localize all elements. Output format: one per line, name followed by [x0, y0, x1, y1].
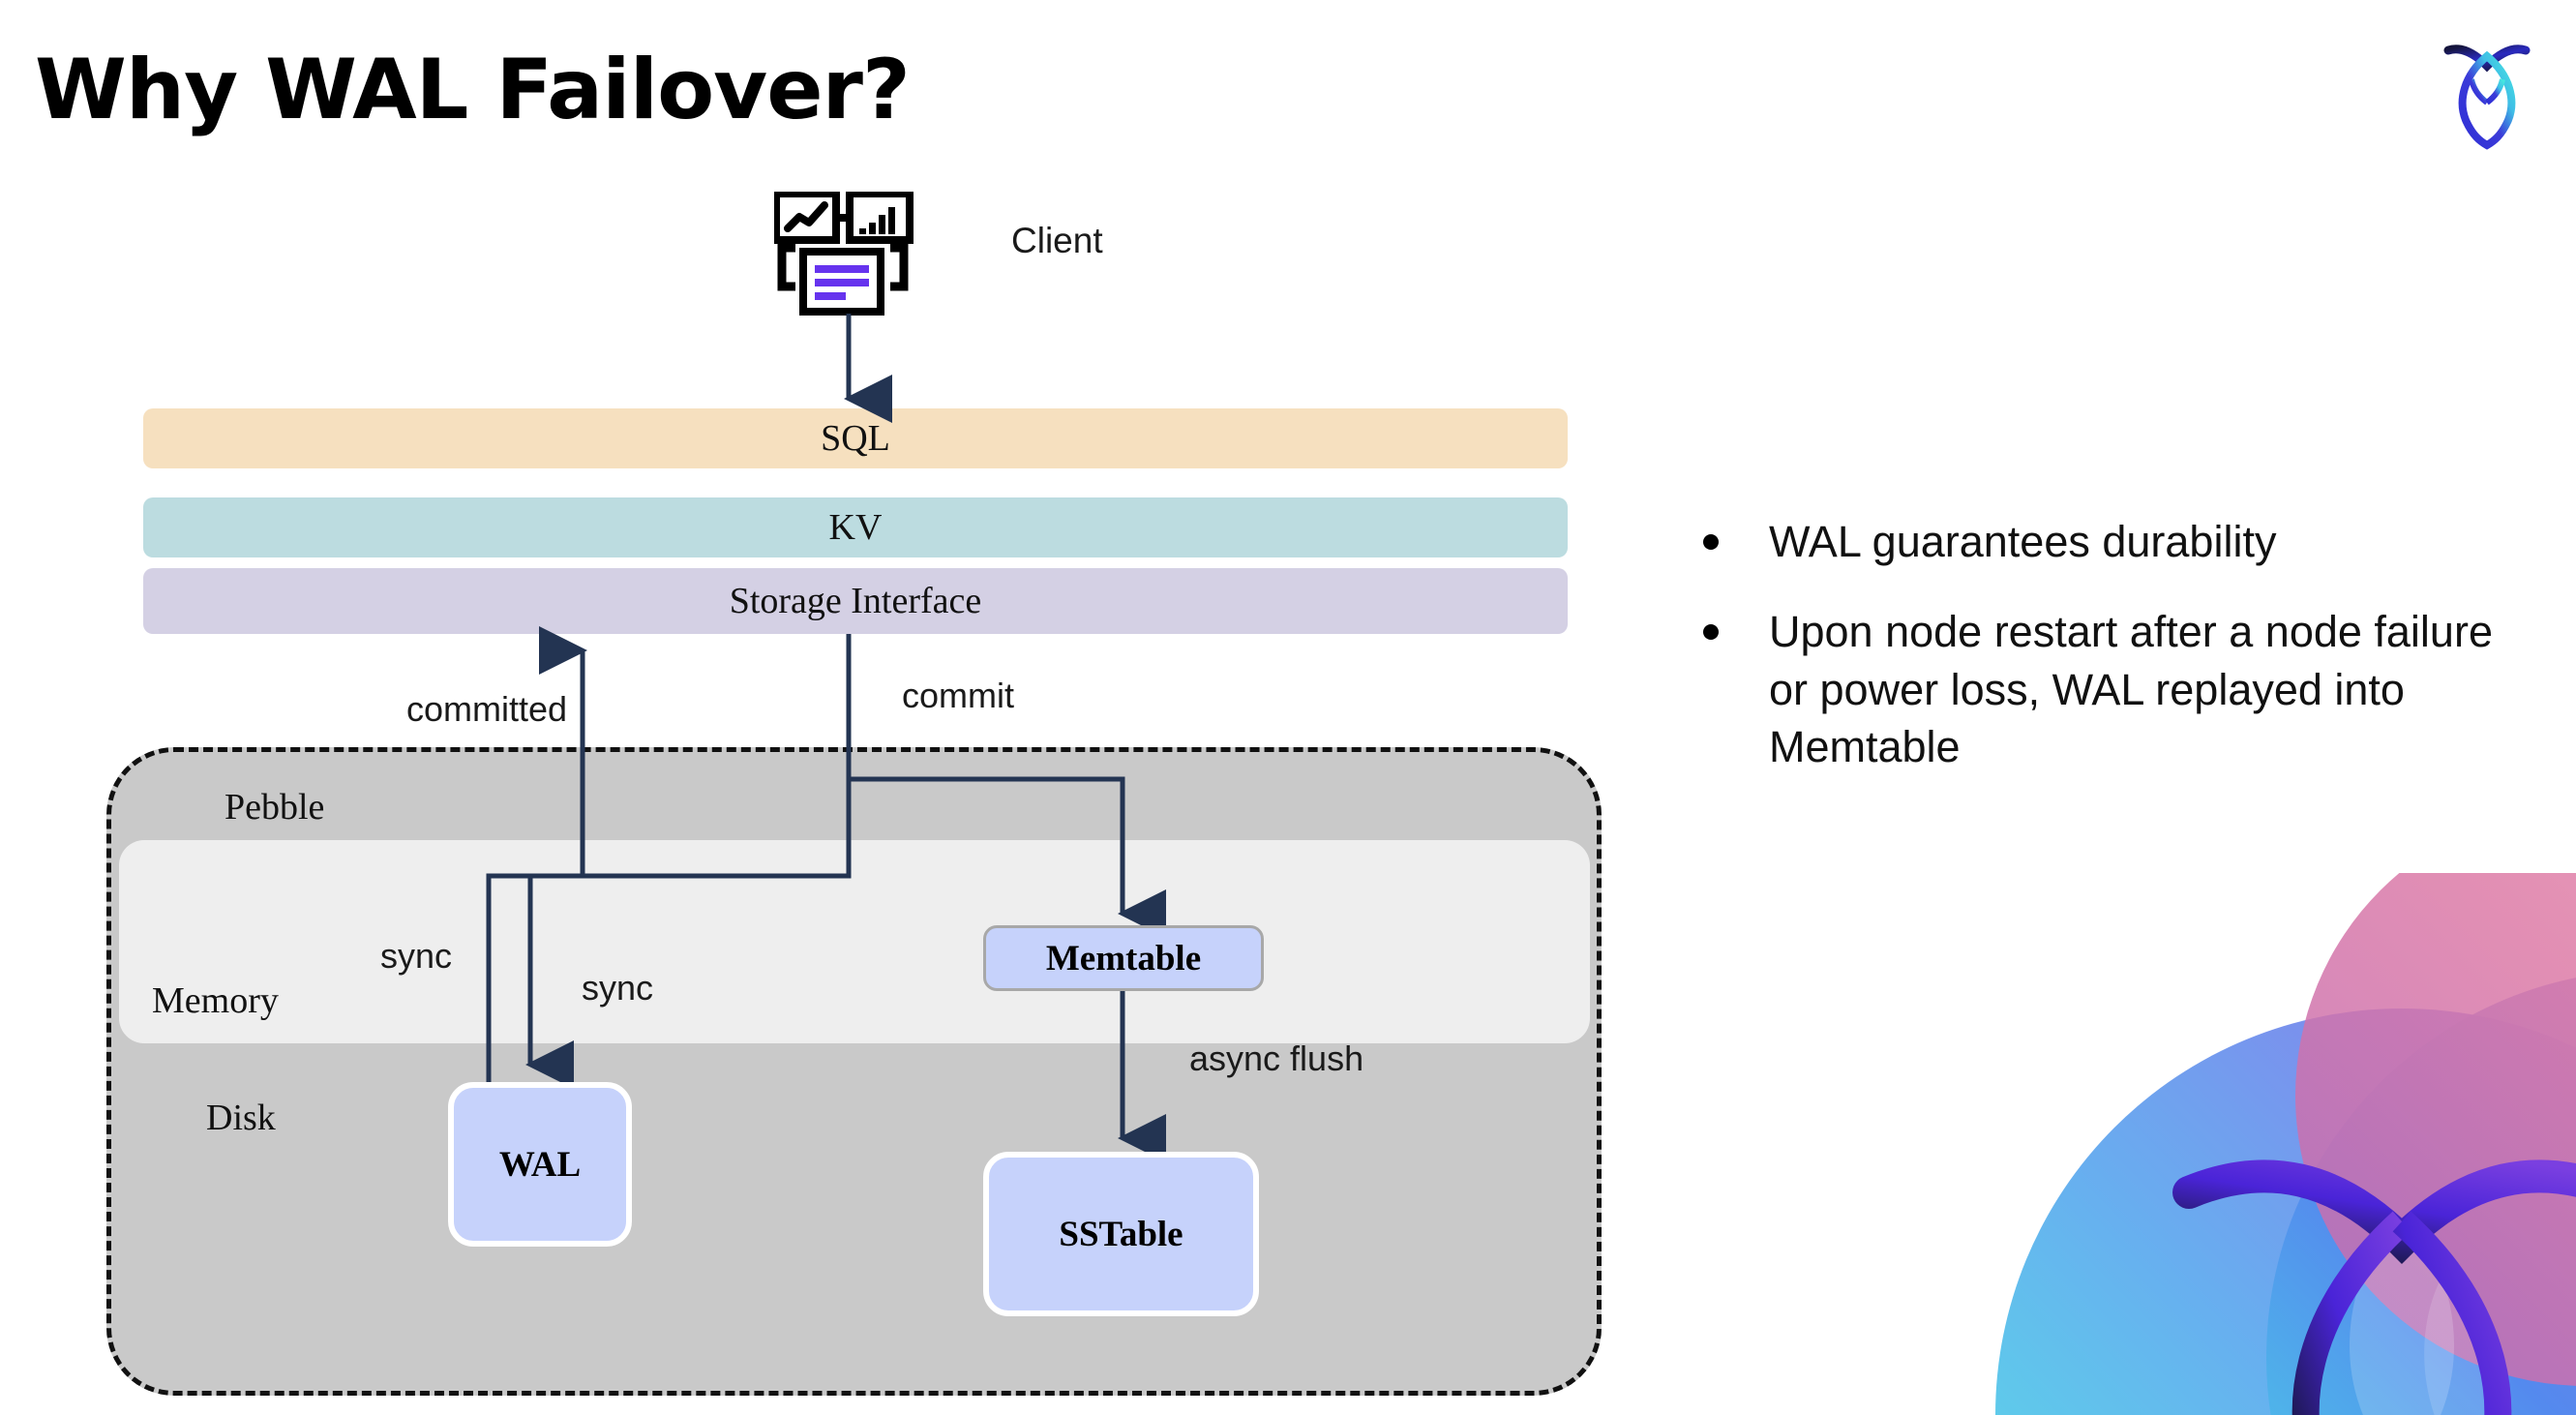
bullet-text: WAL guarantees durability: [1769, 517, 2277, 566]
layer-label-storage-interface: Storage Interface: [729, 581, 982, 621]
edge-label-commit: commit: [902, 676, 1014, 715]
node-label-wal: WAL: [498, 1144, 582, 1185]
cockroachdb-logo-icon: [2419, 21, 2555, 157]
edge-label-async-flush: async flush: [1189, 1039, 1364, 1078]
node-sstable[interactable]: SSTable: [983, 1152, 1259, 1316]
memory-region: [119, 840, 1590, 1043]
client-dashboard-icon: [772, 190, 924, 322]
list-item: Upon node restart after a node failure o…: [1703, 603, 2516, 775]
memory-label: Memory: [152, 980, 279, 1021]
node-label-memtable: Memtable: [1045, 938, 1202, 978]
layer-bar-storage-interface: Storage Interface: [143, 568, 1568, 634]
bullet-text: Upon node restart after a node failure o…: [1769, 607, 2493, 772]
node-wal[interactable]: WAL: [448, 1082, 632, 1247]
node-memtable[interactable]: Memtable: [983, 925, 1264, 991]
bullet-dot-icon: [1703, 624, 1719, 641]
bullet-dot-icon: [1703, 534, 1719, 550]
page-title: Why WAL Failover?: [35, 42, 911, 138]
list-item: WAL guarantees durability: [1703, 513, 2516, 570]
disk-label: Disk: [206, 1098, 276, 1138]
edge-label-sync-1: sync: [380, 936, 453, 976]
client-label: Client: [1011, 221, 1103, 260]
layer-label-kv: KV: [828, 507, 883, 548]
architecture-diagram: Client SQL KV Storage Interface Pebble M…: [106, 190, 1602, 1396]
edge-label-sync-2: sync: [582, 968, 654, 1008]
node-label-sstable: SSTable: [1059, 1214, 1183, 1254]
edge-label-committed: committed: [406, 689, 568, 729]
bullet-list: WAL guarantees durability Upon node rest…: [1703, 513, 2516, 809]
cockroachdb-watermark-icon: [1918, 873, 2576, 1415]
layer-bar-kv: KV: [143, 497, 1568, 557]
pebble-label: Pebble: [225, 787, 325, 828]
layer-bar-sql: SQL: [143, 408, 1568, 468]
layer-label-sql: SQL: [821, 418, 890, 459]
